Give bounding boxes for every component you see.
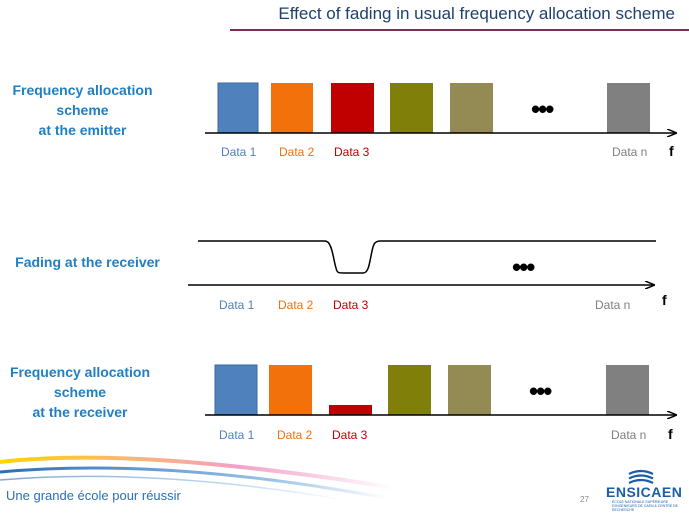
receiver-label-data-1: Data 1 (219, 428, 255, 442)
fading-label-data-2: Data 2 (278, 298, 314, 312)
receiver-label-line-3: at the receiver (32, 404, 128, 420)
receiver-block-data-1 (214, 364, 258, 416)
slide-title: Effect of fading in usual frequency allo… (278, 4, 675, 23)
page-number: 27 (580, 495, 589, 504)
fading-label-data-1: Data 1 (219, 298, 255, 312)
receiver-block-data-n (606, 365, 649, 415)
receiver-ellipsis: ••• (529, 376, 552, 406)
fading-label-data-n: Data n (595, 298, 631, 312)
receiver-label-data-n: Data n (611, 428, 647, 442)
emitter-label-data-3: Data 3 (334, 145, 370, 159)
receiver-label-line-2: scheme (53, 384, 107, 400)
emitter-label-data-2: Data 2 (279, 145, 315, 159)
fading-ellipsis: ••• (512, 252, 535, 282)
receiver-block-data-3 (329, 405, 372, 415)
receiver-axis-f: f (668, 426, 673, 442)
fading-label-data-3: Data 3 (333, 298, 369, 312)
emitter-block-4 (390, 83, 433, 133)
emitter-block-data-1 (217, 82, 259, 134)
emitter-block-data-3 (331, 83, 374, 133)
emitter-label-data-n: Data n (612, 145, 648, 159)
receiver-block-4 (388, 365, 431, 415)
ensicaen-logo-mark (628, 469, 654, 484)
fading-row-label: Fading at the receiver (15, 254, 160, 270)
receiver-row-label: Frequency allocation scheme at the recei… (0, 362, 160, 422)
receiver-block-5 (448, 365, 491, 415)
emitter-block-data-2 (271, 83, 313, 133)
receiver-label-line-1: Frequency allocation (9, 364, 151, 380)
fading-profile-curve (198, 240, 656, 274)
receiver-label-data-2: Data 2 (277, 428, 313, 442)
receiver-block-data-2 (269, 365, 312, 415)
emitter-axis-f: f (669, 143, 674, 159)
emitter-block-5 (450, 83, 493, 133)
emitter-label-line-2: scheme (56, 102, 109, 118)
emitter-label-line-3: at the emitter (38, 122, 127, 138)
emitter-label-line-1: Frequency allocation (12, 82, 153, 98)
emitter-blocks (217, 82, 650, 134)
emitter-ellipsis: ••• (531, 94, 554, 124)
receiver-blocks (214, 364, 649, 416)
receiver-label-data-3: Data 3 (332, 428, 368, 442)
emitter-label-data-1: Data 1 (221, 145, 257, 159)
brand-name: ENSICAEN (606, 484, 683, 500)
emitter-block-data-n (607, 83, 650, 133)
brand-subtitle: ÉCOLE NATIONALE SUPÉRIEURE D'INGÉNIEURS … (612, 500, 679, 512)
footer-swoosh (0, 455, 396, 501)
emitter-row-label: Frequency allocation scheme at the emitt… (0, 80, 165, 140)
footer-tagline: Une grande école pour réussir (6, 488, 181, 503)
title-underline (230, 29, 689, 31)
fading-axis-f: f (662, 292, 667, 308)
